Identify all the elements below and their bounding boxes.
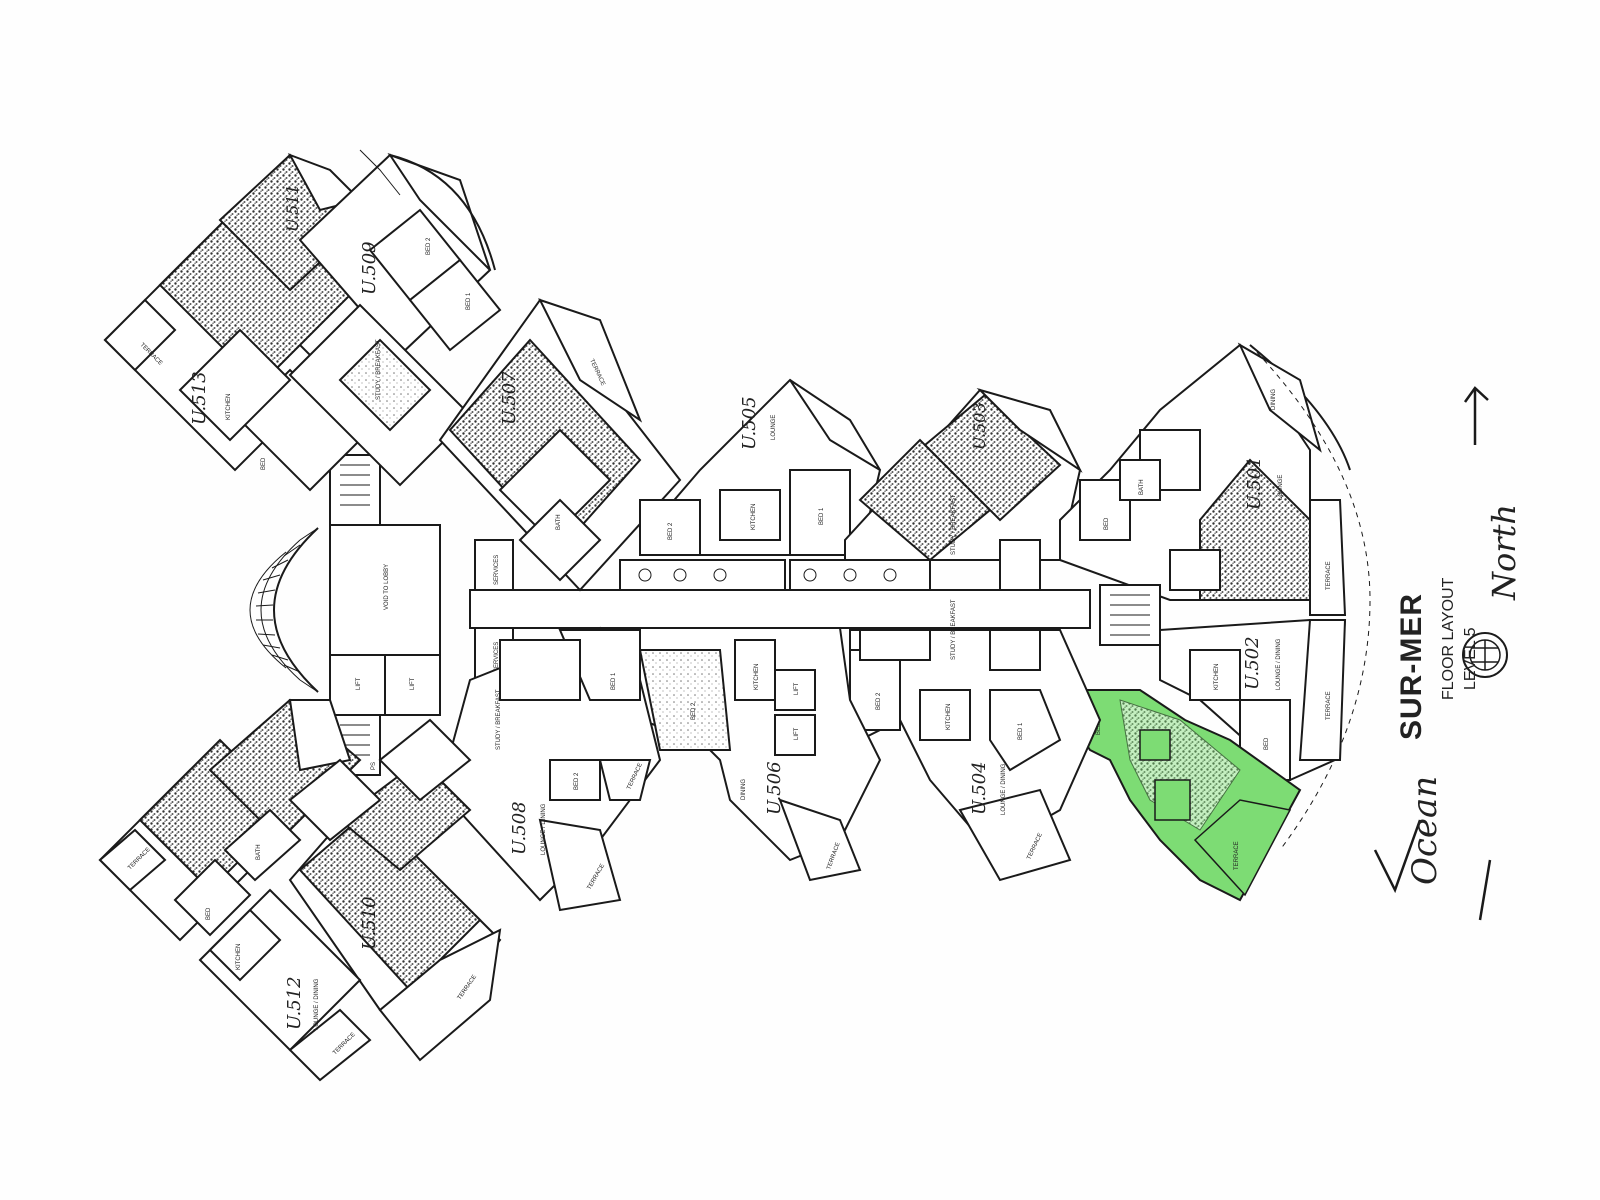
unit-503-label: U.503 (970, 402, 989, 450)
svg-text:BATH: BATH (556, 514, 562, 530)
svg-text:BATH: BATH (256, 844, 262, 860)
unit-507-label: U.507 (499, 371, 520, 425)
svg-text:KITCHEN: KITCHEN (754, 664, 760, 690)
unit-501: DINING BED BATH U.501 LOUNGE TERRACE (1059, 342, 1371, 851)
svg-text:KITCHEN: KITCHEN (226, 394, 232, 420)
svg-text:BED: BED (206, 907, 212, 920)
unit-505-label: U.505 (739, 396, 760, 450)
unit-511-label: U.511 (283, 184, 302, 232)
central-corridor (469, 589, 1091, 629)
unit-510-label: U.510 (359, 896, 380, 950)
svg-text:KITCHEN: KITCHEN (236, 944, 242, 970)
svg-text:TERRACE: TERRACE (1326, 691, 1332, 720)
svg-text:BED: BED (1096, 722, 1102, 735)
unit-505: KITCHEN BED 2 BED 1 LOUNGE U.505 (619, 378, 882, 591)
svg-text:LIFT: LIFT (794, 727, 800, 740)
svg-text:STUDY / BREAKFAST: STUDY / BREAKFAST (376, 339, 382, 400)
lift-label-2: LIFT (410, 677, 416, 690)
north-arrow-icon (1463, 386, 1489, 445)
services-north (474, 539, 514, 591)
svg-text:LOUNGE / DINING: LOUNGE / DINING (1276, 638, 1282, 690)
svg-text:KITCHEN: KITCHEN (1214, 664, 1220, 690)
wing-upper-mid: TERRACE U.507 BATH (438, 298, 682, 592)
svg-text:BED 2: BED 2 (691, 702, 697, 720)
svg-text:BED 2: BED 2 (426, 237, 432, 255)
svg-text:BED 1: BED 1 (466, 292, 472, 310)
wing-upper-left: TERRACE BED 2 BED 1 BED KITCHEN STUDY / … (103, 149, 502, 492)
stair-north (329, 454, 381, 526)
unit-501-label: U.501 (1244, 456, 1265, 510)
svg-text:LOUNGE / DINING: LOUNGE / DINING (1001, 763, 1007, 815)
svg-text:BED: BED (1104, 517, 1110, 530)
svg-text:LOUNGE: LOUNGE (1278, 475, 1284, 500)
plan-subtitle-level: LEVEL 5 (1462, 627, 1479, 690)
ocean-handwritten-note: Ocean (1405, 775, 1445, 885)
svg-text:LOUNGE / DINING: LOUNGE / DINING (541, 803, 547, 855)
void-to-lobby (329, 524, 441, 656)
wing-lower-left: TERRACE U.510 TERRACE KITCHEN U.512 LOUN… (98, 698, 502, 1082)
unit-502: TERRACE BED KITCHEN U.502 LOUNGE / DININ… (1159, 619, 1347, 782)
svg-text:BED 1: BED 1 (1018, 722, 1024, 740)
svg-text:BED 2: BED 2 (876, 692, 882, 710)
lift-3 (774, 669, 816, 711)
unit-504-label: U.504 (969, 761, 990, 815)
unit-503: U.503 STUDY / BREAKFAST (789, 387, 1083, 591)
svg-text:BED 1: BED 1 (611, 672, 617, 690)
svg-text:STUDY / BREAKFAST: STUDY / BREAKFAST (951, 494, 957, 555)
svg-text:TERRACE: TERRACE (1326, 561, 1332, 590)
lobby-core: VOID TO LOBBY LIFT LIFT SERVICES SERVICE… (249, 454, 514, 776)
unit-506-label: U.506 (764, 761, 785, 815)
svg-text:LOUNGE / DINING: LOUNGE / DINING (314, 978, 320, 1030)
svg-text:DINING: DINING (741, 779, 747, 800)
svg-text:TERRACE: TERRACE (1234, 841, 1240, 870)
unit-504: BED 2 KITCHEN BED 1 TERRACE U.504 LOUNGE… (849, 599, 1102, 882)
lift-left (329, 654, 386, 716)
services-label-1: SERVICES (494, 555, 500, 585)
svg-text:BED 2: BED 2 (574, 772, 580, 790)
brand-logo-icon (1462, 632, 1508, 678)
svg-text:BED: BED (1264, 737, 1270, 750)
void-label: VOID TO LOBBY (384, 564, 390, 610)
svg-text:BED 2: BED 2 (668, 522, 674, 540)
svg-text:BED: BED (261, 457, 267, 470)
unit-506: BED 2 KITCHEN LIFT LIFT TERRACE U.506 DI… (638, 627, 882, 882)
unit-508: BED 1 BED 2 TERRACE TERRACE U.508 LOUNGE… (438, 626, 662, 912)
svg-text:DINING: DINING (1271, 389, 1277, 410)
svg-text:STUDY / BREAKFAST: STUDY / BREAKFAST (951, 599, 957, 660)
unit-highlighted: BED TERRACE (1068, 689, 1302, 902)
unit-509-label: U.509 (359, 241, 380, 295)
svg-text:LOUNGE: LOUNGE (771, 415, 777, 440)
svg-text:LIFT: LIFT (794, 682, 800, 695)
svg-text:STUDY / BREAKFAST: STUDY / BREAKFAST (496, 689, 502, 750)
lift-label-1: LIFT (356, 677, 362, 690)
plan-title: SUR-MER (1395, 593, 1428, 740)
lift-4 (774, 714, 816, 756)
svg-text:KITCHEN: KITCHEN (946, 704, 952, 730)
unit-510-room (298, 808, 482, 992)
ps-label: PS (371, 762, 377, 770)
plan-subtitle-layout: FLOOR LAYOUT (1440, 577, 1457, 700)
ocean-arrow-icon (1373, 819, 1492, 921)
north-handwritten-note: North (1485, 503, 1523, 600)
unit-513-label: U.513 (189, 371, 210, 425)
unit-508-label: U.508 (509, 801, 530, 855)
svg-text:KITCHEN: KITCHEN (751, 504, 757, 530)
lift-right (384, 654, 441, 716)
services-label-2: SERVICES (494, 642, 500, 672)
svg-text:BATH: BATH (1139, 479, 1145, 495)
svg-text:BED 1: BED 1 (819, 507, 825, 525)
unit-512-label: U.512 (284, 976, 305, 1030)
unit-502-label: U.502 (1242, 636, 1263, 690)
